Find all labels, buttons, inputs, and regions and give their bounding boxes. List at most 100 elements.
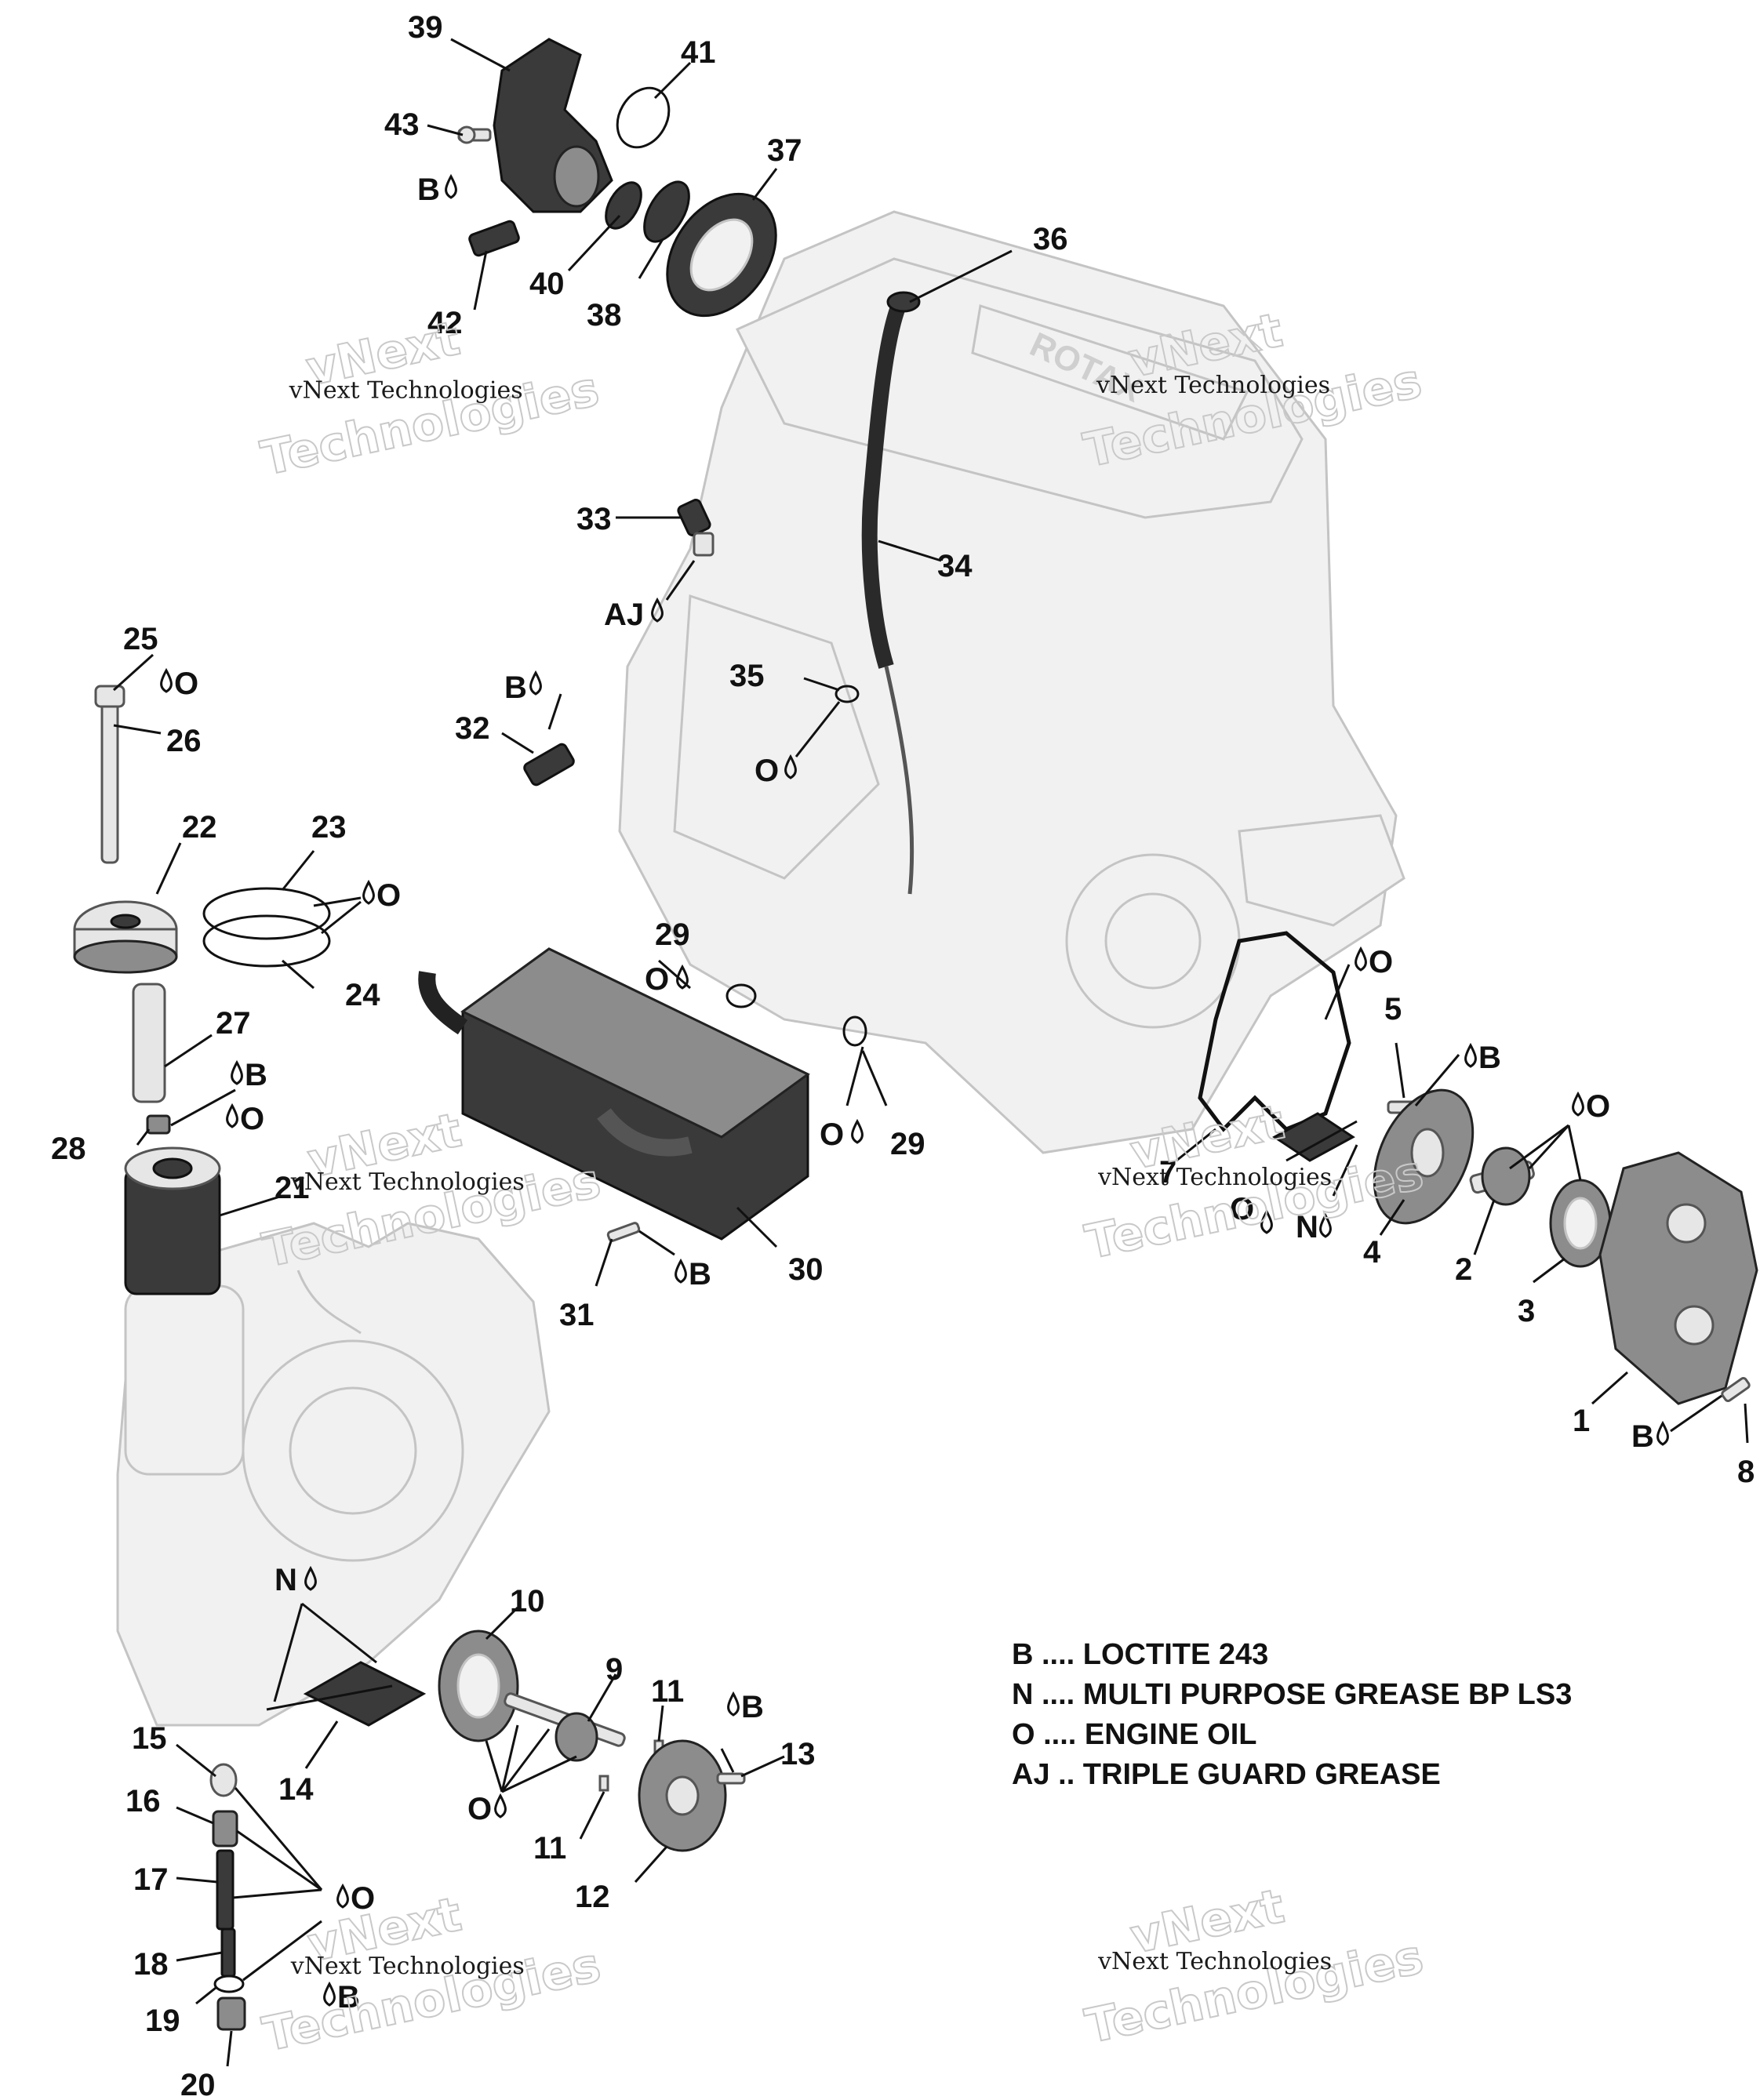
part-7-gasket (1198, 931, 1351, 1132)
part-41-o-ring (616, 86, 671, 149)
callout-33: 33 (576, 502, 612, 536)
lube-mark: O (174, 667, 198, 701)
callout-26: 26 (166, 724, 202, 758)
part-18-spring (220, 1927, 236, 1978)
engine-block: ROTAX (618, 210, 1405, 1154)
svg-text:vNext Technologies: vNext Technologies (290, 1953, 525, 1980)
lube-mark: O (351, 1881, 375, 1916)
watermark-bottom-right: vNext Technologies vNext Technologies (1080, 1878, 1429, 2055)
drop-icon (784, 754, 797, 779)
legend-b: B .... LOCTITE 243 (1012, 1638, 1268, 1671)
lube-mark: O (467, 1792, 492, 1826)
callout-1: 1 (1573, 1404, 1590, 1438)
drop-icon (1355, 946, 1367, 972)
lube-mark: N (275, 1563, 297, 1597)
drop-icon (445, 173, 457, 199)
drop-icon (1656, 1420, 1669, 1446)
part-25-bolt (94, 685, 125, 864)
callout-32: 32 (455, 711, 490, 746)
callout-16: 16 (125, 1784, 161, 1818)
drop-icon (1572, 1091, 1584, 1117)
part-29-o-ring-b (842, 1015, 867, 1047)
part-29-o-ring-a (725, 983, 757, 1008)
drop-icon (676, 964, 689, 990)
part-11-pin-b (598, 1775, 609, 1792)
part-10-outer-rotor (438, 1629, 519, 1742)
part-42-sensor (468, 220, 520, 257)
drop-icon (323, 1981, 336, 2007)
lube-mark: O (1586, 1089, 1610, 1124)
part-35-o-ring (835, 685, 860, 703)
callout-numbers: 1 2 3 4 5 7 8 9 10 11 11 12 13 14 15 16 … (51, 10, 1755, 2100)
relief-valve-stack (209, 1763, 246, 2031)
callout-23: 23 (311, 810, 347, 845)
callout-35: 35 (729, 659, 765, 693)
drop-icon (362, 879, 375, 905)
callout-39-label: 39 (408, 10, 443, 45)
callout-41: 41 (681, 35, 716, 70)
callout-2: 2 (1455, 1252, 1472, 1287)
part-38-seal (643, 180, 690, 243)
lubricant-marks: B AJ B O O O O B O O B O B O O N B N B O… (174, 173, 1654, 2015)
part-21-oil-filter (124, 1146, 221, 1295)
callout-9: 9 (605, 1652, 623, 1687)
callout-19: 19 (145, 2004, 180, 2038)
part-4-pump-plate (1373, 1088, 1475, 1225)
svg-text:vNext Technologies: vNext Technologies (1097, 1164, 1332, 1191)
drop-icon (1319, 1212, 1332, 1238)
lube-mark: O (1369, 945, 1393, 979)
callout-24: 24 (345, 978, 380, 1012)
part-20-plug (216, 1996, 246, 2031)
legend-aj: AJ .. TRIPLE GUARD GREASE (1012, 1758, 1441, 1791)
drop-icon (851, 1118, 864, 1144)
callout-17: 17 (133, 1862, 169, 1897)
callout-21: 21 (275, 1171, 310, 1205)
lube-mark: B (504, 670, 527, 705)
drop-icon (160, 667, 173, 693)
lube-mark: B (245, 1058, 267, 1092)
lube-mark: O (376, 878, 401, 913)
callout-14: 14 (278, 1772, 314, 1807)
callout-11-a: 11 (651, 1674, 684, 1709)
callout-30: 30 (788, 1252, 824, 1287)
callout-3: 3 (1518, 1294, 1535, 1328)
part-24-o-ring (202, 914, 331, 968)
callout-4: 4 (1363, 1235, 1381, 1270)
callout-38: 38 (587, 298, 622, 332)
svg-text:vNext Technologies: vNext Technologies (289, 376, 523, 404)
drop-icon (231, 1059, 243, 1085)
part-15-plunger (209, 1763, 238, 1797)
svg-text:vNext Technologies: vNext Technologies (1096, 372, 1330, 399)
lube-mark: B (417, 173, 440, 207)
lube-mark: O (1230, 1192, 1254, 1226)
callout-40: 40 (529, 267, 565, 301)
lube-mark: O (645, 962, 669, 997)
lube-mark: O (755, 754, 779, 788)
callout-42: 42 (427, 306, 463, 340)
callout-13: 13 (780, 1737, 816, 1771)
drop-icon (304, 1565, 317, 1591)
callout-5: 5 (1384, 992, 1402, 1026)
crankcase-cover (116, 1222, 551, 1727)
callout-8: 8 (1737, 1455, 1755, 1489)
leader-lines (112, 38, 1749, 2067)
lube-mark: N (1296, 1210, 1318, 1244)
lube-mark: B (689, 1257, 711, 1292)
part-30-oil-cooler (418, 947, 810, 1241)
part-22-filter-cap (73, 900, 178, 974)
drop-icon (675, 1258, 687, 1284)
lubricant-legend: B .... LOCTITE 243 N .... MULTI PURPOSE … (1012, 1638, 1572, 1791)
lubricant-drop-icons (160, 173, 1669, 2007)
callout-27: 27 (216, 1006, 251, 1041)
part-3-outer-rotor (1549, 1179, 1612, 1268)
part-8-screw (1721, 1377, 1751, 1402)
callout-36: 36 (1033, 222, 1068, 256)
callout-15: 15 (132, 1721, 167, 1756)
part-1-pump-cover (1598, 1151, 1758, 1405)
part-12-pump-cover (638, 1739, 727, 1852)
drop-icon (336, 1883, 349, 1909)
callout-43: 43 (384, 107, 420, 142)
part-28-nut (146, 1114, 171, 1135)
part-16-piston (212, 1810, 238, 1847)
